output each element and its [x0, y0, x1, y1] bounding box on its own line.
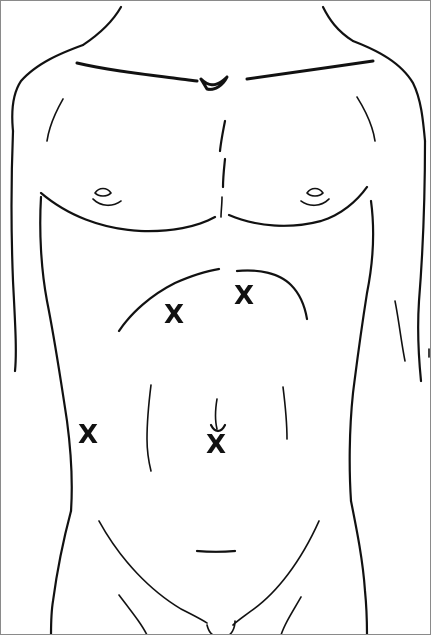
left-clavicle — [77, 63, 197, 81]
right-shoulder-outline — [353, 41, 425, 141]
left-rectus-line — [147, 385, 151, 471]
sternal-notch — [201, 77, 227, 89]
right-arm-inner-line — [418, 141, 425, 381]
sternum-line-base — [221, 197, 222, 217]
right-rectus-line — [283, 387, 287, 439]
right-nipple — [307, 189, 323, 197]
port-marker-label: X — [164, 300, 184, 330]
port-marker-label: X — [78, 420, 98, 450]
left-nipple — [95, 189, 111, 197]
right-deltoid-line — [357, 97, 375, 141]
right-flank-line — [350, 201, 373, 501]
genital-outline — [207, 621, 235, 635]
left-nipple-arc — [93, 199, 121, 205]
right-hip-line — [351, 501, 367, 635]
left-hip-line — [51, 511, 71, 635]
left-thigh-line — [119, 595, 147, 635]
linea-alba-line — [216, 399, 218, 429]
left-arm-inner-line — [12, 131, 16, 371]
neck-left-line — [83, 7, 121, 45]
port-marker-left-upper: X — [164, 300, 184, 330]
left-inguinal-line — [99, 521, 207, 623]
port-marker-left-lateral: X — [78, 420, 98, 450]
suprapubic-line — [197, 551, 235, 552]
right-pectoral-lower — [229, 187, 367, 226]
right-clavicle — [247, 61, 373, 79]
port-marker-right-upper: X — [234, 281, 254, 311]
port-marker-label: X — [234, 281, 254, 311]
right-inguinal-line — [233, 521, 319, 625]
port-marker-umbilical: X — [206, 430, 226, 460]
port-marker-label: X — [206, 430, 226, 460]
left-flank-line — [40, 197, 72, 511]
sternum-line-lower — [223, 159, 225, 187]
neck-right-line — [323, 7, 353, 41]
right-arm-short-line — [395, 301, 405, 361]
left-deltoid-line — [47, 99, 63, 141]
right-nipple-arc — [301, 199, 329, 205]
left-shoulder-outline — [12, 45, 83, 131]
left-pectoral-lower — [41, 193, 215, 231]
right-thigh-line — [281, 597, 301, 635]
sternum-line-upper — [220, 121, 225, 151]
